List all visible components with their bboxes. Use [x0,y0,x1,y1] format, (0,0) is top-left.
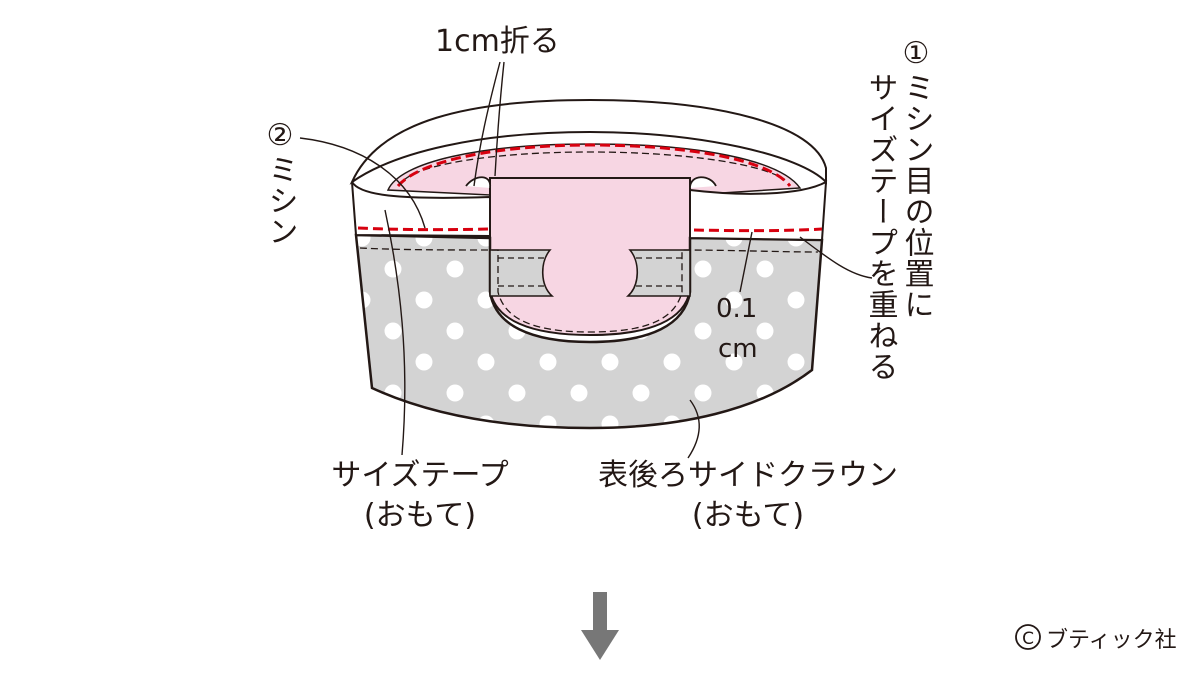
leader-crown [687,399,700,459]
down-arrow-shaft [593,592,607,630]
gap-value: 0.1 [716,294,758,324]
leader-gap [739,231,753,293]
gap-unit: cm [718,334,758,364]
fold-curl-right [689,176,717,189]
stitch-gray-notch-l [498,257,545,287]
leader-size-tape [384,209,406,456]
fold-label: 1cm折る [435,24,560,59]
crown-sub-label: (おもて) [691,498,805,533]
stitch-red-back [396,143,792,187]
fold-curl-left [465,176,491,189]
notch-right [625,249,691,297]
size-tape-front-right [689,180,828,242]
leader-step2 [299,137,426,229]
stitch-gray-front [359,247,819,333]
stitch-red-front-right [693,227,823,233]
copyright-c: C [1022,629,1034,649]
leader-fold-left [473,61,501,187]
crown-body-left [354,233,824,430]
size-tape-front-left [351,181,491,238]
step1-label-col2: サイズテープを重ねる [862,72,898,382]
copyright-circle [1015,624,1041,650]
step1-label-col1: ①ミシン目の位置に [898,36,934,320]
leader-fold-right [494,61,505,177]
step2-label: ②ミシン [262,118,298,247]
stitch-gray-notch-r [635,257,682,287]
crown-label: 表後ろサイドクラウン [598,458,898,493]
size-tape-sub-label: (おもて) [363,498,477,533]
stitch-gray-back [403,151,786,181]
notch-left [489,249,555,297]
leader-step1 [799,236,873,279]
copyright-text: ブティック社 [1046,628,1177,653]
size-tape-label: サイズテープ [331,458,509,493]
copyright-icon: C [1015,624,1041,650]
stitch-red-front-left [357,226,489,232]
down-arrow-head [581,630,619,660]
down-arrow-icon [581,592,619,660]
size-tape-back-band [349,98,827,185]
